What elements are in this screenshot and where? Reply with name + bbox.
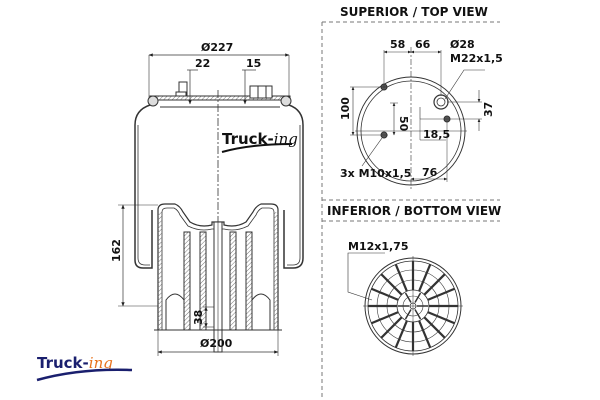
top-plate <box>147 81 292 108</box>
bottom-view-drawing <box>347 252 463 356</box>
dim-outer-diameter: Ø227 <box>201 41 233 54</box>
dim-stud-right: 15 <box>246 57 261 70</box>
wheel-spoke <box>380 316 403 339</box>
dim-port-thread: M22x1,5 <box>450 52 503 65</box>
wheel-spoke <box>418 264 432 292</box>
panel-dividers <box>321 21 500 400</box>
dim-18-5: 18,5 <box>423 128 450 141</box>
wheel-spoke <box>394 264 408 292</box>
dim-76: 76 <box>422 166 438 179</box>
dim-58: 58 <box>390 38 405 51</box>
wheel-spoke <box>418 320 432 348</box>
body-logo: Truck-ing <box>221 130 298 153</box>
svg-text:Truck-ing: Truck-ing <box>37 354 113 372</box>
piston <box>154 203 282 353</box>
dim-height: 162 <box>110 239 123 262</box>
wheel-spoke <box>371 311 399 325</box>
top-view-title: SUPERIOR / TOP VIEW <box>340 5 488 19</box>
dim-100: 100 <box>339 97 352 120</box>
top-view-drawing <box>350 47 485 190</box>
wheel-spoke <box>380 273 403 296</box>
dim-66: 66 <box>415 38 431 51</box>
bellow-outline <box>134 104 153 269</box>
hub-spoke <box>404 292 412 303</box>
side-view <box>118 53 304 356</box>
hub-spoke <box>414 309 422 320</box>
wheel-spoke <box>394 320 408 348</box>
dim-studs: 3x M10x1,5 <box>340 167 411 180</box>
hub-spoke <box>404 309 412 320</box>
wheel-spoke <box>371 287 399 301</box>
wheel-spoke <box>427 311 455 325</box>
brand-logo: Truck-ing <box>36 354 133 382</box>
dim-stud-left: 22 <box>195 57 210 70</box>
wheel-spoke <box>427 287 455 301</box>
dim-bolt-length: 38 <box>192 310 205 325</box>
dim-50: 50 <box>397 116 410 132</box>
wheel-spoke <box>423 316 446 339</box>
hub-spoke <box>414 292 422 303</box>
dim-port-diameter: Ø28 <box>450 38 475 51</box>
bottom-view-title: INFERIOR / BOTTOM VIEW <box>327 204 501 218</box>
dim-37: 37 <box>482 102 495 117</box>
wheel-spoke <box>423 273 446 296</box>
dim-bottom-thread: M12x1,75 <box>348 240 409 253</box>
dim-piston-diameter: Ø200 <box>200 337 233 350</box>
